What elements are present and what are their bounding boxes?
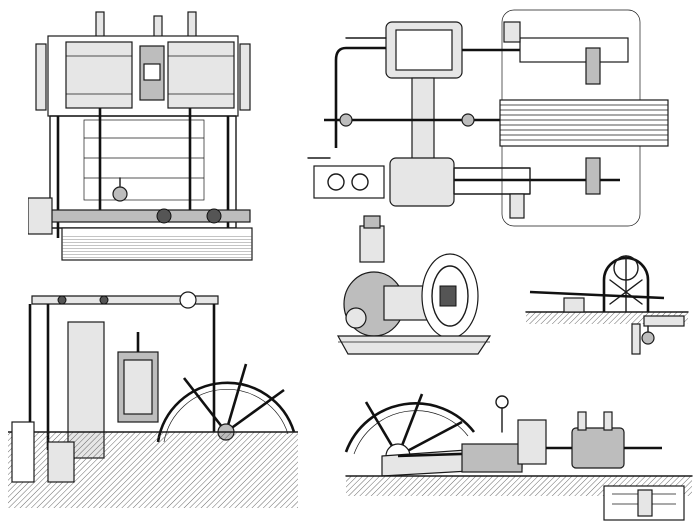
beam-engine-side-view (8, 282, 298, 508)
beam-engine-drawing (8, 291, 298, 508)
vertical-twin-cylinder-engine (28, 8, 258, 264)
horizontal-tandem-engine-plan-view (300, 8, 672, 230)
plan-view-drawing (307, 9, 669, 227)
flywheel-band (499, 99, 669, 147)
centrifugal-governor-detail (524, 250, 690, 356)
horizontal-engine-with-large-flywheel (342, 372, 694, 524)
vertical-engine-drawing (28, 11, 253, 261)
horizontal-engine-flywheel (344, 393, 476, 469)
small-engine-drawing (336, 215, 492, 355)
beam-engine-flywheel (156, 363, 296, 443)
horizontal-engine-drawing (344, 393, 693, 521)
governor-drawing (525, 255, 689, 355)
small-vertical-engine-with-flywheel (330, 212, 500, 358)
